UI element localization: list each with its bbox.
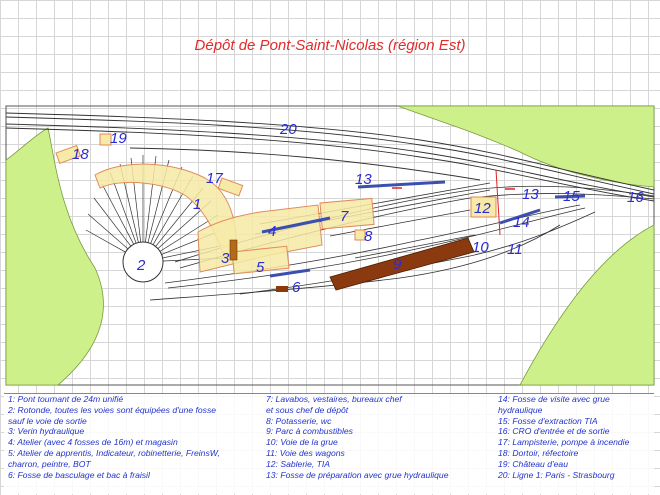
label-2: 2 xyxy=(136,257,146,274)
legend-column-1: 1: Pont tournant de 24m unifié 2: Rotond… xyxy=(8,394,266,480)
grass-west xyxy=(5,127,104,386)
grass-northeast xyxy=(397,105,655,188)
label-4: 4 xyxy=(268,223,276,240)
legend: 1: Pont tournant de 24m unifié 2: Rotond… xyxy=(4,393,654,494)
legend-item: 18: Dortoir, réfectoire xyxy=(498,447,579,458)
main-line-tracks xyxy=(5,112,655,202)
legend-item: 20: Ligne 1: Paris - Strasbourg xyxy=(498,469,615,480)
label-16: 16 xyxy=(627,189,644,206)
legend-column-3: 14: Fosse de visite avec grue hydrauliqu… xyxy=(498,394,654,480)
label-14: 14 xyxy=(513,214,530,231)
label-5: 5 xyxy=(256,259,265,276)
legend-item: 5: Atelier de apprentis, Indicateur, rob… xyxy=(8,447,220,469)
label-6: 6 xyxy=(292,279,301,296)
legend-item: 15: Fosse d'extraction TIA xyxy=(498,415,598,426)
label-13b: 13 xyxy=(522,186,539,203)
legend-item: 6: Fosse de basculage et bac à fraisil xyxy=(8,469,150,480)
diagram-title: Dépôt de Pont-Saint-Nicolas (région Est) xyxy=(194,37,466,54)
legend-item: 12: Sablerie, TIA xyxy=(266,458,331,469)
ash-pit xyxy=(276,286,288,292)
legend-item: 7: Lavabos, vestaires, bureaux chef et s… xyxy=(266,394,402,415)
workshop-building xyxy=(197,204,323,273)
legend-item: 16: CRO d'entrée et de sortie xyxy=(498,426,610,437)
label-20: 20 xyxy=(279,121,297,138)
depot-plan: 1 2 3 4 5 6 7 8 9 10 11 12 13 13 14 15 1… xyxy=(5,105,655,386)
label-13a: 13 xyxy=(355,171,372,188)
service-pits xyxy=(261,180,586,278)
legend-item: 3: Verin hydraulique xyxy=(8,426,85,437)
label-15: 15 xyxy=(563,188,580,205)
turntable xyxy=(122,241,164,283)
label-8: 8 xyxy=(364,228,373,245)
legend-item: 14: Fosse de visite avec grue hydrauliqu… xyxy=(498,394,610,415)
offices-building xyxy=(319,197,375,230)
potasserie-building xyxy=(354,229,366,241)
legend-item: 9: Parc à combustibles xyxy=(266,426,353,437)
label-17: 17 xyxy=(206,170,223,187)
lampisterie-building xyxy=(217,177,244,197)
cro-marker xyxy=(495,169,501,236)
label-12: 12 xyxy=(474,200,491,217)
legend-item: 4: Atelier (avec 4 fosses de 16m) et mag… xyxy=(8,437,178,448)
water-tower xyxy=(99,133,112,146)
legend-item: 19: Château d'eau xyxy=(498,458,568,469)
label-1: 1 xyxy=(193,196,201,213)
label-10: 10 xyxy=(472,239,489,256)
dortoir-building xyxy=(55,144,82,164)
legend-item: 8: Potasserie, wc xyxy=(266,415,332,426)
sablerie-building xyxy=(470,196,497,218)
label-3: 3 xyxy=(221,250,230,267)
legend-item: 10: Voie de la grue xyxy=(266,437,338,448)
legend-item: 13: Fosse de préparation avec grue hydra… xyxy=(266,469,449,480)
grass-southeast xyxy=(519,224,655,386)
legend-item: 1: Pont tournant de 24m unifié xyxy=(8,394,124,404)
apprentice-workshop xyxy=(231,245,290,275)
legend-item: 17: Lampisterie, pompe à incendie xyxy=(498,437,630,448)
coal-park xyxy=(329,237,475,291)
label-18: 18 xyxy=(72,146,89,163)
label-19: 19 xyxy=(110,130,127,147)
hydraulic-jack xyxy=(229,239,238,261)
legend-column-2: 7: Lavabos, vestaires, bureaux chef et s… xyxy=(266,394,496,480)
label-11: 11 xyxy=(507,241,523,258)
legend-item: 11: Voie des wagons xyxy=(266,447,345,458)
label-7: 7 xyxy=(340,208,349,225)
legend-item: 2: Rotonde, toutes les voies sont équipé… xyxy=(8,404,217,426)
label-9: 9 xyxy=(393,256,402,273)
